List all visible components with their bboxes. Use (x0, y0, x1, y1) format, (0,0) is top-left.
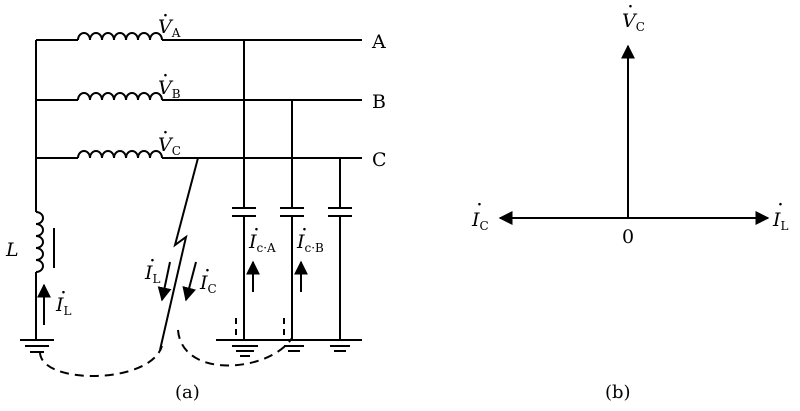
inductor-current-dot: · (61, 285, 66, 301)
cap-b-current-label: Ic·B (296, 231, 324, 255)
fault-il-dot: · (150, 253, 155, 269)
inductor-label: L (5, 239, 19, 261)
earth-fault-path (159, 157, 199, 351)
cap-a-ground-symbol (232, 345, 258, 357)
phase-c-voltage-label: VC (158, 134, 181, 158)
phase-a-winding (77, 32, 163, 41)
cap-b-current-dot: · (302, 222, 307, 238)
inductor-current-label: IL (55, 294, 72, 318)
phase-c-winding (77, 150, 163, 159)
return-path-inductive (39, 345, 163, 377)
fault-ic-dot: · (205, 263, 210, 279)
terminal-a-label: A (371, 31, 386, 53)
terminal-b-label: B (372, 91, 386, 113)
phasor-diagram (498, 44, 770, 225)
caption-b: (b) (605, 382, 631, 403)
cap-b-ground-symbol (284, 345, 304, 352)
vector-il-label: IL (772, 209, 789, 233)
circuit-labels: · VA · VB · VC A B C L · IL · IL · IC · … (5, 8, 387, 403)
cap-a-current-dot: · (254, 222, 259, 238)
vector-vc-label: VC (622, 10, 645, 34)
cap-c-ground-symbol (330, 345, 350, 352)
coil-ground-symbol (20, 339, 54, 353)
phasor-labels: · VC · IC · IL 0 (b) (471, 0, 789, 403)
vector-ic-dot: · (477, 197, 482, 213)
fault-il-arrow (157, 261, 172, 302)
caption-a: (a) (175, 382, 200, 403)
fault-ic-arrow (182, 261, 197, 302)
terminal-c-label: C (372, 149, 387, 171)
phase-b-winding (77, 92, 163, 101)
arc-suppression-coil (35, 211, 44, 273)
phase-b-voltage-dot: · (163, 68, 168, 84)
cap-a-current-label: Ic·A (248, 231, 276, 255)
phase-a-voltage-dot: · (163, 8, 168, 24)
return-path-capacitive (177, 329, 293, 367)
vector-il-dot: · (778, 197, 783, 213)
phase-b-voltage-label: VB (158, 77, 181, 101)
phase-c-voltage-dot: · (163, 125, 168, 141)
circuit-diagram (20, 32, 362, 377)
fault-il-label: IL (144, 262, 161, 286)
phase-a-voltage-label: VA (158, 16, 181, 40)
fault-ic-label: IC (199, 272, 217, 296)
vector-ic-label: IC (471, 209, 489, 233)
origin-label: 0 (622, 226, 634, 248)
vector-vc-dot: · (628, 0, 633, 15)
